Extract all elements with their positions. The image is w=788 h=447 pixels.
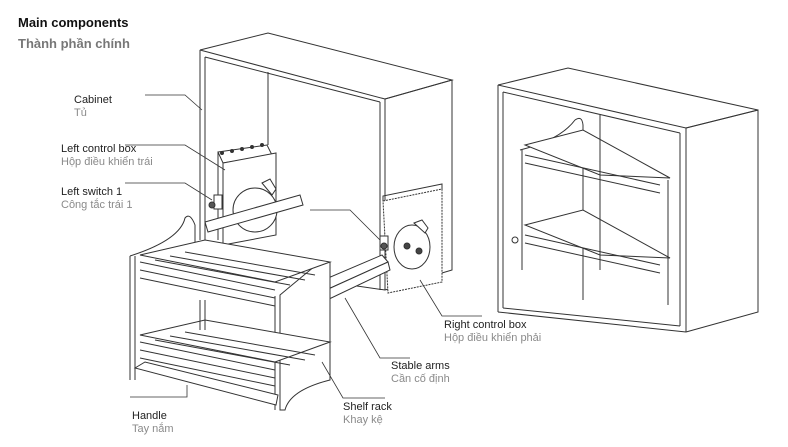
label-handle-en: Handle (132, 410, 167, 422)
left-switch-part (209, 195, 222, 209)
label-left-switch: Left switch 1 Công tắc trái 1 (61, 186, 133, 212)
label-left-control-box-vi: Hộp điều khiển trái (61, 156, 153, 168)
leader-cabinet (145, 95, 202, 110)
leader-stable-arms (345, 298, 410, 358)
handle-bar (135, 362, 278, 405)
label-left-switch-en: Left switch 1 (61, 186, 123, 198)
left-control-box (218, 144, 277, 246)
leader-right-control-box (420, 280, 482, 316)
leader-left-control-box (125, 145, 225, 170)
label-shelf-rack-vi: Khay kệ (343, 414, 383, 426)
label-stable-arms-en: Stable arms (391, 360, 450, 372)
label-shelf-rack-en: Shelf rack (343, 401, 392, 413)
label-left-control-box: Left control box Hộp điều khiển trái (61, 143, 153, 169)
shelf-rack (130, 216, 330, 410)
cabinet-closed (498, 68, 758, 332)
label-left-control-box-en: Left control box (61, 143, 137, 155)
label-right-control-box: Right control box Hộp điều khiển phải (444, 319, 541, 345)
leader-lines (125, 95, 482, 398)
label-shelf-rack: Shelf rack Khay kệ (343, 401, 392, 427)
page-title: Main components (18, 15, 129, 30)
label-right-control-box-vi: Hộp điều khiển phải (444, 332, 542, 344)
leader-right-switch (310, 210, 380, 240)
right-control-box (380, 184, 442, 293)
label-right-control-box-en: Right control box (444, 319, 527, 331)
page-subtitle: Thành phần chính (18, 36, 130, 51)
cabinet-top (200, 33, 452, 99)
label-handle: Handle Tay nắm (132, 410, 174, 436)
label-stable-arms-vi: Cần cố định (391, 373, 450, 385)
label-cabinet-en: Cabinet (74, 94, 112, 106)
leader-shelf-rack (322, 362, 385, 398)
label-cabinet: Cabinet Tủ (74, 94, 112, 120)
label-handle-vi: Tay nắm (132, 423, 174, 435)
label-left-switch-vi: Công tắc trái 1 (61, 199, 133, 211)
label-cabinet-vi: Tủ (74, 107, 87, 119)
leader-left-switch (125, 183, 212, 200)
leader-handle (130, 385, 187, 397)
label-stable-arms: Stable arms Cần cố định (391, 360, 450, 386)
